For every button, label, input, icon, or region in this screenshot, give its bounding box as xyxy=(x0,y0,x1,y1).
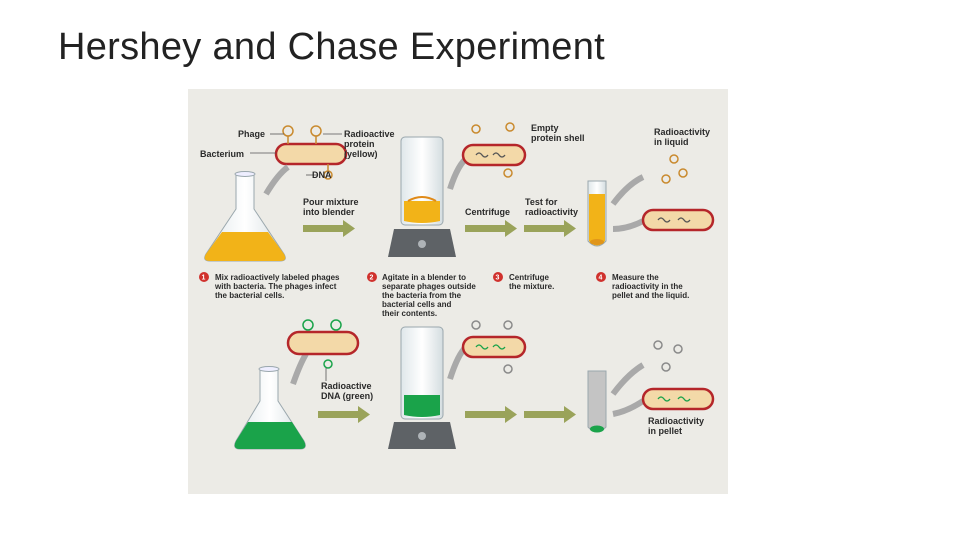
step-4-line-2: radioactivity in the xyxy=(612,282,683,291)
label-radioactive-protein-3: (yellow) xyxy=(344,149,378,159)
arrow-right-icon xyxy=(303,220,355,237)
step-2: 2 Agitate in a blender to separate phage… xyxy=(367,272,476,318)
step-2-line-1: Agitate in a blender to xyxy=(382,273,466,282)
infected-cell-bottom xyxy=(461,320,527,374)
step-3-line-2: the mixture. xyxy=(509,282,554,291)
step-2-number: 2 xyxy=(370,275,374,282)
step-1-line-2: with bacteria. The phages infect xyxy=(214,282,337,291)
label-radio-dna-1: Radioactive xyxy=(321,381,372,391)
flask-top xyxy=(204,171,286,262)
label-radioactive-protein-1: Radioactive xyxy=(344,129,395,139)
step-4-number: 4 xyxy=(599,275,603,282)
label-dna: DNA xyxy=(312,170,332,180)
step-4-line-1: Measure the xyxy=(612,273,659,282)
step-2-line-2: separate phages outside xyxy=(382,282,476,291)
curved-arrow-icon xyxy=(263,164,290,196)
test-tube-top xyxy=(587,180,607,247)
label-empty-shell-2: protein shell xyxy=(531,133,585,143)
arrow-right-icon xyxy=(465,406,517,423)
bacterium-top xyxy=(274,125,348,180)
blender-top xyxy=(388,136,456,257)
phage-shells-icon xyxy=(653,340,683,372)
arrow-right-icon xyxy=(524,406,576,423)
label-phage: Phage xyxy=(238,129,265,139)
label-radioactive-protein-2: protein xyxy=(344,139,375,149)
phage-shells-icon xyxy=(661,154,688,184)
infected-cell-top xyxy=(461,122,527,178)
label-radio-pellet-2: in pellet xyxy=(648,426,682,436)
bacterium-bottom xyxy=(286,319,360,369)
label-bacterium: Bacterium xyxy=(200,149,244,159)
arrow-right-icon xyxy=(318,406,370,423)
cell-bottom-result xyxy=(641,387,715,411)
label-empty-shell-1: Empty xyxy=(531,123,559,133)
blender-bottom xyxy=(388,326,456,449)
label-test-2: radioactivity xyxy=(525,207,578,217)
step-1: 1 Mix radioactively labeled phages with … xyxy=(199,272,340,300)
label-centrifuge: Centrifuge xyxy=(465,207,510,217)
label-pour-1: Pour mixture xyxy=(303,197,359,207)
step-3-number: 3 xyxy=(496,275,500,282)
cell-top-result xyxy=(641,208,715,232)
step-4-line-3: pellet and the liquid. xyxy=(612,291,689,300)
label-radio-liquid-2: in liquid xyxy=(654,137,689,147)
curved-arrow-icon xyxy=(610,362,645,396)
step-3: 3 Centrifuge the mixture. xyxy=(493,272,554,291)
flask-bottom xyxy=(234,366,306,450)
step-1-line-1: Mix radioactively labeled phages xyxy=(215,273,340,282)
label-radio-dna-2: DNA (green) xyxy=(321,391,373,401)
experiment-diagram: Phage Bacterium Radioactive protein (yel… xyxy=(199,122,715,450)
curved-arrow-icon xyxy=(290,352,309,385)
arrow-right-icon xyxy=(465,220,517,237)
phage-icon xyxy=(282,125,333,180)
step-4: 4 Measure the radioactivity in the pelle… xyxy=(596,272,689,300)
test-tube-bottom xyxy=(587,370,607,433)
experiment-figure: Phage Bacterium Radioactive protein (yel… xyxy=(188,89,728,494)
step-2-line-5: their contents. xyxy=(382,309,437,318)
arrow-right-icon xyxy=(524,220,576,237)
label-test-1: Test for xyxy=(525,197,558,207)
step-2-line-4: bacterial cells and xyxy=(382,300,451,309)
label-radio-pellet-1: Radioactivity xyxy=(648,416,704,426)
step-2-line-3: the bacteria from the xyxy=(382,291,462,300)
step-1-line-3: the bacterial cells. xyxy=(215,291,284,300)
label-radio-liquid-1: Radioactivity xyxy=(654,127,710,137)
curved-arrow-icon xyxy=(612,218,645,232)
curved-arrow-icon xyxy=(612,398,645,417)
slide-title: Hershey and Chase Experiment xyxy=(58,26,606,68)
step-3-line-1: Centrifuge xyxy=(509,273,550,282)
step-1-number: 1 xyxy=(202,275,206,282)
curved-arrow-icon xyxy=(610,174,645,206)
label-pour-2: into blender xyxy=(303,207,355,217)
